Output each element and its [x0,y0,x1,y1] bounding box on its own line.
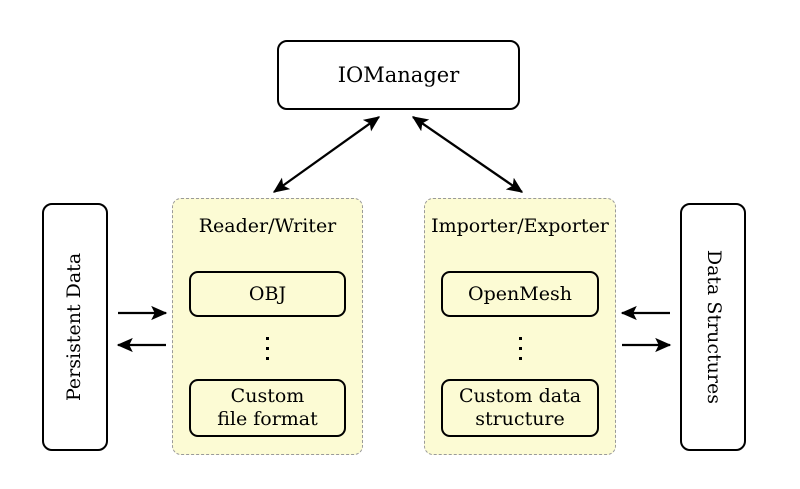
importer-exporter-ellipsis-icon [425,325,615,371]
node-persistent-data[interactable]: Persistent Data [42,203,108,451]
node-custom-file-format-label-line1: Custom [230,385,305,408]
group-importer-exporter-title: Importer/Exporter [431,215,609,237]
node-custom-data-structure-label-line1: Custom data [458,385,582,408]
arrow-iomanager-reader-writer [272,116,381,193]
node-openmesh[interactable]: OpenMesh [441,271,599,317]
node-custom-file-format[interactable]: Custom file format [189,379,346,437]
node-obj-label: OBJ [248,282,287,305]
node-persistent-data-label: Persistent Data [63,252,86,402]
node-custom-data-structure-label-line2: structure [475,408,565,430]
node-openmesh-label: OpenMesh [468,282,572,305]
group-reader-writer-title: Reader/Writer [198,215,337,237]
group-importer-exporter[interactable]: Importer/Exporter OpenMesh Custom data s… [424,198,616,455]
node-iomanager[interactable]: IOManager [277,40,520,110]
node-custom-data-structure[interactable]: Custom data structure [441,379,599,437]
group-reader-writer[interactable]: Reader/Writer OBJ Custom file format [172,198,363,455]
arrow-iomanager-importer-exporter [411,116,524,193]
node-data-structures[interactable]: Data Structures [680,203,746,451]
node-data-structures-label: Data Structures [702,249,725,405]
node-iomanager-label: IOManager [337,62,460,87]
node-obj[interactable]: OBJ [189,271,346,317]
reader-writer-ellipsis-icon [173,325,362,371]
node-custom-file-format-label-line2: file format [217,408,318,430]
